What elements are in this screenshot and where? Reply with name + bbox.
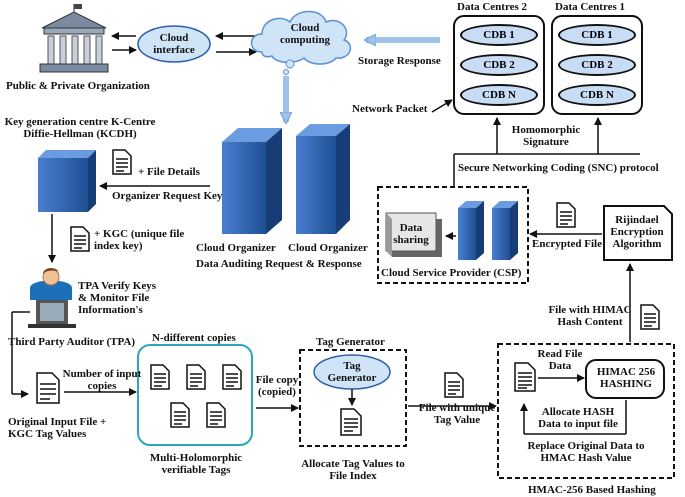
cdb-dc1-n: CDB N [558,84,636,106]
cdb-dc1-1: CDB 1 [558,24,636,46]
document-icon [340,408,362,436]
cloud-interface-label: Cloud interface [153,32,195,56]
cloud-organizer-1-server-icon [222,128,282,234]
csp-container [377,186,529,284]
homomorphic-signature-label: Homomorphic Signature [511,124,581,148]
file-unique-tag-label: File with unique Tag Value [418,402,496,426]
number-input-copies-label: Number of input copies [62,368,142,392]
read-file-label: Read File Data [537,348,583,372]
encrypted-file-label: Encrypted File [532,238,602,250]
cloud-organizer-2-label: Cloud Organizer [288,242,368,254]
data-sharing-label: Data sharing [393,222,429,246]
himac-based-label: HMAC-256 Based Hashing [528,484,656,496]
cdb-dc2-1: CDB 1 [460,24,538,46]
document-icon [170,402,190,428]
cloud-organizer-2-server-icon [296,124,350,234]
document-icon [112,149,132,175]
organizer-request-key-label: Organizer Request Key [112,190,223,202]
cloud-interface-shape [137,25,211,63]
kgc-key-label: + KGC (unique file index key) [94,228,185,252]
cloud-computing-icon [250,10,352,75]
himac-hashing-box [585,359,665,399]
csp-label: Cloud Service Provider (CSP) [381,267,522,279]
data-auditing-label: Data Auditing Request & Response [196,258,362,270]
kcdh-server-icon [38,150,96,212]
data-sharing-box [385,212,442,257]
document-icon [70,226,90,252]
document-icon [514,362,536,392]
organization-building-icon [39,4,109,73]
n-copies-container [137,344,253,446]
document-icon [206,402,226,428]
arrow [431,99,453,113]
cdb-dc2-n: CDB N [460,84,538,106]
document-icon [222,364,242,390]
document-icon [444,372,464,398]
document-icon [640,304,660,330]
document-icon [186,364,206,390]
document-icon [36,372,60,404]
file-details-label: + File Details [138,166,200,178]
rijindael-label: Rijindael Encryption Algorithm [610,214,664,250]
himac-hashing-label: HIMAC 256 HASHING [596,366,656,390]
kcdh-title-label: Key generation centre K-Centre Diffie-He… [4,116,156,140]
file-copy-label: File copy (copied) [255,374,299,398]
tag-generator-box-label: Tag Generator [327,360,377,384]
tpa-verify-label: TPA Verify Keys & Monitor File Informati… [78,280,157,316]
allocate-hash-label: Allocate HASH Data to input file [538,406,618,430]
cdb-dc2-2: CDB 2 [460,54,538,76]
tpa-label: Third Party Auditor (TPA) [8,336,136,348]
tag-generator-title-label: Tag Generator [316,336,385,348]
allocate-tag-label: Allocate Tag Values to File Index [301,458,405,482]
multi-holo-label: Multi-Holomorphic verifiable Tags [149,452,243,476]
file-himac-label: File with HIMAC Hash Content [548,304,632,328]
cdb-dc1-2: CDB 2 [558,54,636,76]
tag-generator-container [299,349,407,447]
document-icon [150,364,170,390]
rijindael-box [603,205,673,261]
data-centres-1-label: Data Centres 1 [555,1,626,13]
document-icon [556,202,576,228]
network-packet-label: Network Packet [352,103,428,115]
snc-protocol-label: Secure Networking Coding (SNC) protocol [458,162,659,174]
hmac-container [497,343,675,479]
replace-original-label: Replace Original Data to HMAC Hash Value [527,440,645,464]
original-input-label: Original Input File + KGC Tag Values [8,416,107,440]
tpa-person-icon [28,268,76,328]
cloud-computing-label: Cloud computing [279,22,331,46]
n-copies-label: N-different copies [152,332,236,344]
data-centres-2-label: Data Centres 2 [457,1,528,13]
storage-response-label: Storage Response [358,55,441,67]
public-org-label: Public & Private Organization [6,80,150,92]
csp-server-icon [458,201,518,260]
cloud-organizer-1-label: Cloud Organizer [196,242,276,254]
